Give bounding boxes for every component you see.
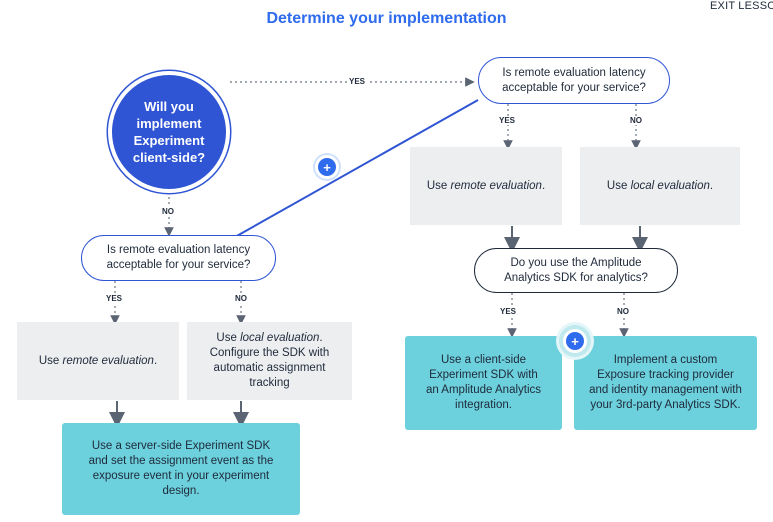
question-latency-left: Is remote evaluation latency acceptable … <box>81 235 276 281</box>
label-no-analytics: NO <box>615 307 631 316</box>
remote-left-prefix: Use <box>38 354 63 367</box>
start-line-1: Will you <box>144 99 194 114</box>
local-left-suffix: . <box>319 332 323 344</box>
local-top-prefix: Use <box>606 179 631 192</box>
box-remote-evaluation-left: Use remote evaluation. <box>17 322 179 400</box>
local-top-suffix: . <box>709 179 714 192</box>
custom-line-2: Exposure tracking provider <box>597 369 734 381</box>
label-yes-q-left: YES <box>104 294 125 303</box>
remote-top-prefix: Use <box>426 179 451 192</box>
q-analytics-line-2: Analytics SDK for analytics? <box>504 271 648 284</box>
server-line-1: Use a server-side Experiment SDK <box>91 440 271 452</box>
remote-top-suffix: . <box>541 179 546 192</box>
local-top-em: local evaluation <box>630 179 710 192</box>
server-line-4: design. <box>162 485 200 497</box>
server-line-3: exposure event in your experiment <box>92 470 270 482</box>
page-title: Determine your implementation <box>266 10 507 27</box>
box-custom-exposure: Implement a custom Exposure tracking pro… <box>574 336 757 430</box>
box-local-evaluation-left: Use local evaluation. Configure the SDK … <box>187 322 352 400</box>
start-question-circle: Will you implement Experiment client-sid… <box>112 75 226 189</box>
label-yes-analytics: YES <box>498 307 519 316</box>
question-latency-top: Is remote evaluation latency acceptable … <box>478 57 670 104</box>
custom-line-4: your 3rd-party Analytics SDK. <box>590 399 741 411</box>
custom-line-3: and identity management with <box>589 384 742 396</box>
local-left-line-2: Configure the SDK with <box>209 347 330 359</box>
local-left-line-4: tracking <box>249 377 290 389</box>
client-line-1: Use a client-side <box>440 354 526 366</box>
question-analytics-sdk: Do you use the Amplitude Analytics SDK f… <box>474 248 678 293</box>
custom-line-1: Implement a custom <box>613 354 718 366</box>
box-remote-evaluation-top: Use remote evaluation. <box>410 147 562 225</box>
server-line-2: and set the assignment event as the <box>88 455 274 467</box>
box-server-side-sdk: Use a server-side Experiment SDK and set… <box>62 423 300 515</box>
label-yes-start: YES <box>347 77 368 86</box>
remote-top-em: remote evaluation <box>450 179 542 192</box>
q-left-line-2: acceptable for your service? <box>106 259 251 271</box>
plus-hotspot-1[interactable]: + <box>318 158 336 176</box>
client-line-3: an Amplitude Analytics <box>425 384 542 396</box>
client-line-2: Experiment SDK with <box>429 369 538 381</box>
exit-lesson-link[interactable]: EXIT LESSO <box>710 0 773 12</box>
q-top-line-2: acceptable for your service? <box>502 81 646 94</box>
q-left-line-1: Is remote evaluation latency <box>106 244 251 256</box>
label-yes-q-top: YES <box>497 116 518 125</box>
q-top-line-1: Is remote evaluation latency <box>502 66 646 79</box>
start-line-4: client-side? <box>132 150 206 165</box>
q-analytics-line-1: Do you use the Amplitude <box>510 256 642 269</box>
label-no-q-top: NO <box>628 116 644 125</box>
client-line-4: integration. <box>455 399 512 411</box>
plus-hotspot-2[interactable]: + <box>566 332 584 350</box>
label-no-start: NO <box>160 207 176 216</box>
local-left-prefix: Use <box>216 332 241 344</box>
local-left-em: local evaluation <box>240 332 320 344</box>
box-local-evaluation-top: Use local evaluation. <box>580 147 740 225</box>
start-line-3: Experiment <box>133 133 205 148</box>
remote-left-em: remote evaluation <box>62 354 154 367</box>
local-left-line-3: automatic assignment <box>213 362 326 374</box>
label-no-q-left: NO <box>233 294 249 303</box>
remote-left-suffix: . <box>153 354 158 367</box>
box-client-side-sdk: Use a client-side Experiment SDK with an… <box>405 336 562 430</box>
start-line-2: implement <box>136 116 202 131</box>
